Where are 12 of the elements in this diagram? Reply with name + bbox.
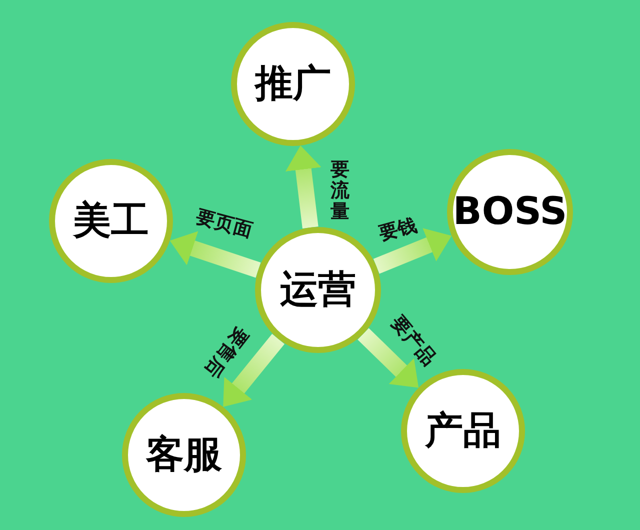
edge-label: 要产品: [387, 313, 439, 369]
arrow: [286, 144, 322, 228]
role-circle: 美工: [49, 159, 173, 283]
role-circle: 产品: [401, 369, 525, 493]
edge-label: 要售后: [200, 324, 252, 380]
role-circle: 运营: [255, 227, 381, 353]
edge-label: 要页面: [194, 207, 254, 241]
role-circle: BOSS: [447, 149, 573, 275]
edge-label: 要流量: [330, 160, 350, 222]
role-circle: 推广: [231, 22, 355, 146]
role-circle: 客服: [122, 393, 246, 517]
arrow: [167, 231, 261, 278]
